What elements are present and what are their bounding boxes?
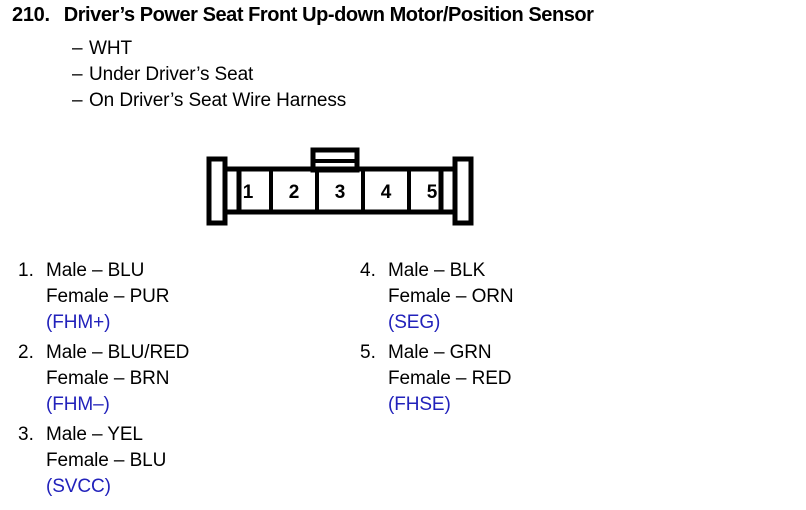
pin-female-wire: Female – BRN	[46, 368, 170, 389]
connector-diagram: 1 2 3 4 5	[205, 146, 475, 238]
pin-male-wire: Male – GRN	[388, 342, 492, 363]
pin-female-wire: Female – PUR	[46, 286, 170, 307]
connector-outline-svg: 1 2 3 4 5	[206, 147, 474, 226]
pin-number-2: 2	[289, 182, 300, 203]
pin-entry-1: 1. Male – BLU Female – PUR (FHM+)	[18, 258, 348, 336]
page-title: 210. Driver’s Power Seat Front Up-down Mo…	[12, 4, 594, 27]
pin-entry-index: 1.	[18, 260, 34, 281]
pin-male-wire: Male – BLU/RED	[46, 342, 190, 363]
dash-bullet-icon: –	[72, 90, 83, 111]
bullet-item-location: –Under Driver’s Seat	[72, 62, 346, 88]
dash-bullet-icon: –	[72, 64, 83, 85]
bullet-label: On Driver’s Seat Wire Harness	[89, 90, 347, 111]
pin-female-wire: Female – RED	[388, 368, 512, 389]
title-number: 210.	[12, 4, 50, 26]
bullet-label: WHT	[89, 38, 132, 59]
pin-entry-2: 2. Male – BLU/RED Female – BRN (FHM–)	[18, 340, 348, 418]
title-text: Driver’s Power Seat Front Up-down Motor/…	[63, 4, 594, 26]
pin-female-wire: Female – BLU	[46, 450, 167, 471]
pin-entry-index: 4.	[360, 260, 376, 281]
pin-number-5: 5	[427, 182, 438, 203]
pin-number-4: 4	[381, 182, 392, 203]
dash-bullet-icon: –	[72, 38, 83, 59]
pin-female-wire: Female – ORN	[388, 286, 514, 307]
pin-number-1: 1	[243, 182, 254, 203]
pin-list-right-column: 4. Male – BLK Female – ORN (SEG) 5. Male…	[360, 258, 690, 422]
pin-entry-index: 3.	[18, 424, 34, 445]
bullet-item-harness: –On Driver’s Seat Wire Harness	[72, 88, 346, 114]
pin-signal-name: (SVCC)	[46, 476, 111, 497]
pin-signal-name: (FHM–)	[46, 394, 110, 415]
pin-entry-index: 5.	[360, 342, 376, 363]
pin-male-wire: Male – BLU	[46, 260, 145, 281]
pin-list-left-column: 1. Male – BLU Female – PUR (FHM+) 2. Mal…	[18, 258, 348, 504]
pin-male-wire: Male – BLK	[388, 260, 486, 281]
bullet-item-wire-color: –WHT	[72, 36, 346, 62]
pin-entry-5: 5. Male – GRN Female – RED (FHSE)	[360, 340, 690, 418]
pin-signal-name: (FHM+)	[46, 312, 111, 333]
pin-number-3: 3	[335, 182, 346, 203]
pin-entry-3: 3. Male – YEL Female – BLU (SVCC)	[18, 422, 348, 500]
header-bullet-list: –WHT –Under Driver’s Seat –On Driver’s S…	[72, 36, 346, 114]
pin-entry-index: 2.	[18, 342, 34, 363]
pin-signal-name: (SEG)	[388, 312, 441, 333]
bullet-label: Under Driver’s Seat	[89, 64, 254, 85]
connector-body	[222, 166, 458, 215]
pin-entry-4: 4. Male – BLK Female – ORN (SEG)	[360, 258, 690, 336]
pin-signal-name: (FHSE)	[388, 394, 451, 415]
pin-male-wire: Male – YEL	[46, 424, 143, 445]
